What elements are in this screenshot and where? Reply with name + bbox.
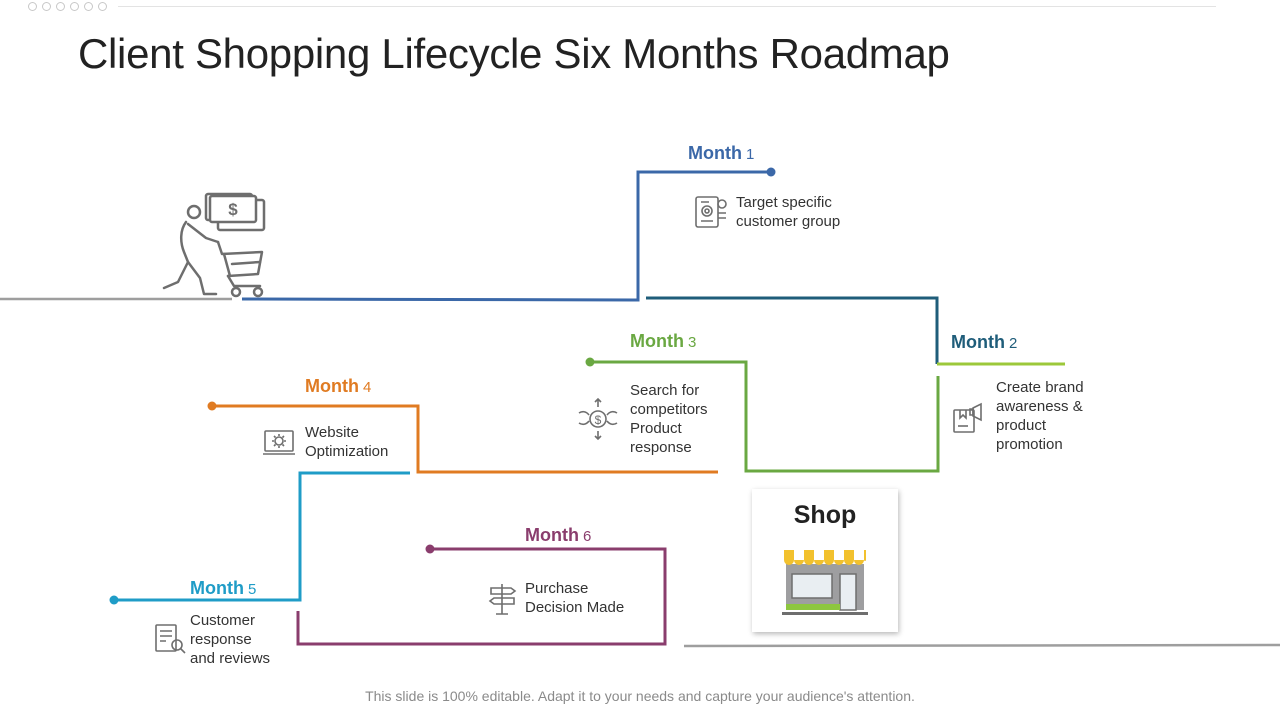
target-group-icon xyxy=(695,196,727,228)
shop-label: Shop xyxy=(793,501,857,529)
brand-awareness-icon xyxy=(953,402,982,433)
top-divider xyxy=(118,6,1216,7)
path-month-5 xyxy=(114,471,410,602)
decision-signpost-icon xyxy=(488,584,517,615)
slide-dots xyxy=(28,2,107,11)
baseline-right xyxy=(683,643,1280,648)
footer-note: This slide is 100% editable. Adapt it to… xyxy=(365,688,915,704)
node-month-5 xyxy=(109,595,119,605)
path-month-6 xyxy=(296,547,667,646)
path-month-3 xyxy=(590,360,940,473)
shopper-cart-icon: $ xyxy=(162,192,266,298)
storefront-icon xyxy=(782,550,868,615)
competitor-search-icon: $ xyxy=(578,397,618,441)
svg-text:$: $ xyxy=(228,200,238,219)
node-month-4 xyxy=(207,401,217,411)
node-month-1 xyxy=(766,167,776,177)
path-month-4 xyxy=(212,404,718,474)
node-month-6 xyxy=(425,544,435,554)
shop-card: Shop xyxy=(752,489,898,632)
path-month-2 xyxy=(646,296,939,364)
page-title: Client Shopping Lifecycle Six Months Roa… xyxy=(78,30,950,77)
svg-text:$: $ xyxy=(595,413,602,427)
customer-reviews-icon xyxy=(155,624,186,654)
node-month-3 xyxy=(585,357,595,367)
path-month-1 xyxy=(241,170,771,302)
website-optimization-icon xyxy=(263,430,295,455)
